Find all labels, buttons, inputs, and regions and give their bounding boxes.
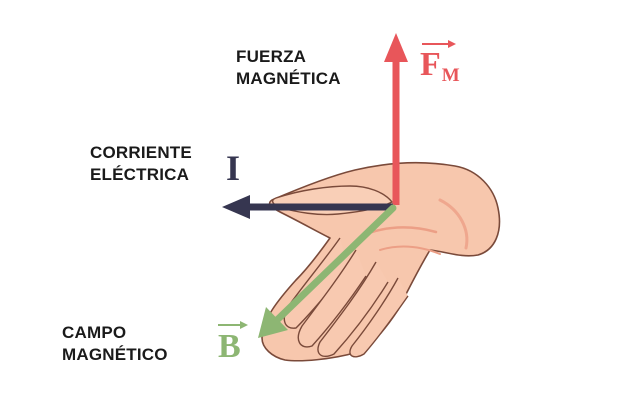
force-arrow xyxy=(384,33,408,205)
finger-4 xyxy=(349,277,409,358)
field-label: CAMPO MAGNÉTICO xyxy=(62,322,168,366)
vector-bar-force xyxy=(422,40,456,48)
current-arrow xyxy=(222,195,393,219)
field-symbol-letter: B xyxy=(218,328,241,365)
palm-shading xyxy=(438,198,469,250)
finger-3 xyxy=(317,261,389,358)
field-label-line2: MAGNÉTICO xyxy=(62,345,168,364)
palm-crease-2 xyxy=(379,245,441,255)
finger-2 xyxy=(297,249,367,348)
current-label-line1: CORRIENTE xyxy=(90,143,192,162)
force-symbol-letter: F xyxy=(420,46,441,83)
current-symbol-letter: I xyxy=(226,148,241,188)
field-symbol: B xyxy=(218,330,241,364)
force-symbol-subscript: M xyxy=(441,65,460,86)
palm-crease-1 xyxy=(370,226,438,234)
force-label: FUERZA MAGNÉTICA xyxy=(236,46,341,90)
field-label-line1: CAMPO xyxy=(62,323,127,342)
current-symbol: I xyxy=(226,150,240,186)
hand-illustration xyxy=(261,161,501,362)
force-label-line2: MAGNÉTICA xyxy=(236,69,341,88)
vector-bar-field xyxy=(218,321,248,329)
current-label: CORRIENTE ELÉCTRICA xyxy=(90,142,192,186)
force-symbol: FM xyxy=(420,46,460,86)
field-arrow xyxy=(258,204,397,338)
force-label-line1: FUERZA xyxy=(236,47,307,66)
current-label-line2: ELÉCTRICA xyxy=(90,165,190,184)
